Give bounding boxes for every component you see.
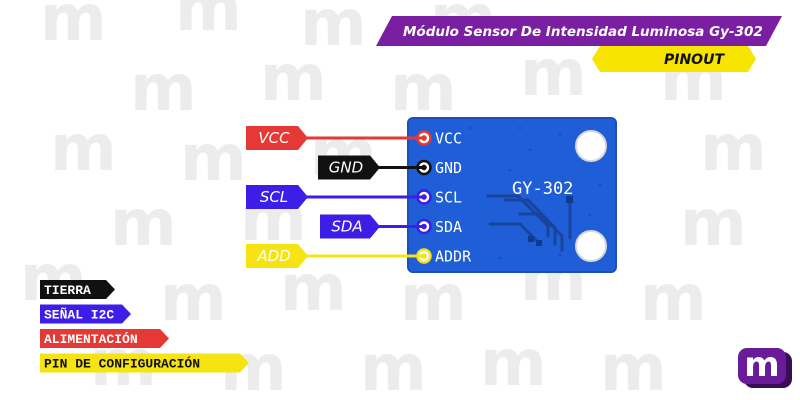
subtitle-banner xyxy=(592,46,756,72)
legend-swatch-alimentacion xyxy=(40,329,169,348)
watermark-glyph: m xyxy=(260,42,327,116)
pin-tag-addr xyxy=(246,244,308,268)
pin-tag-label-gnd: GND xyxy=(329,159,363,177)
watermark-glyph: m xyxy=(700,112,767,186)
pin-tag-label-sda: SDA xyxy=(331,218,362,236)
title-banner xyxy=(376,16,782,46)
watermark-glyph: m xyxy=(600,332,667,400)
board-model-label: GY-302 xyxy=(512,179,573,199)
pin-tag-label-scl: SCL xyxy=(260,188,288,206)
legend-label-alimentacion: ALIMENTACIÓN xyxy=(44,332,138,347)
mounting-hole-top xyxy=(575,130,607,162)
watermark-glyph: m xyxy=(360,332,427,400)
pin-tag-vcc xyxy=(246,126,308,150)
legend-label-senal-i2c: SEÑAL I2C xyxy=(44,308,114,323)
watermark-glyph: m xyxy=(480,327,547,400)
logo-glyph: m xyxy=(744,345,779,385)
brand-logo: m xyxy=(738,345,792,388)
watermark-glyph: m xyxy=(520,37,587,111)
gy302-board: GY-302 VCC GND SCL SDA ADDR xyxy=(407,117,617,273)
board-label-scl: SCL xyxy=(435,189,462,207)
pin-tags: VCC GND SCL SDA ADD xyxy=(246,126,424,268)
board-label-addr: ADDR xyxy=(435,248,472,266)
watermark-glyph: m xyxy=(180,122,247,196)
watermark-glyph: m xyxy=(40,0,107,56)
legend-label-pin-config: PIN DE CONFIGURACIÓN xyxy=(44,357,200,372)
watermark-glyph: m xyxy=(175,0,242,46)
watermark-glyph: m xyxy=(400,262,467,336)
board-label-sda: SDA xyxy=(435,218,462,236)
board-pin-row: VCC GND SCL SDA ADDR xyxy=(416,130,472,266)
pcb-traces xyxy=(486,194,572,252)
legend-label-tierra: TIERRA xyxy=(44,283,91,298)
watermark-glyph: m xyxy=(20,242,87,316)
watermark-glyph: m xyxy=(310,117,377,191)
pin-tag-label-addr: ADD xyxy=(256,247,290,265)
watermark-glyph: m xyxy=(680,187,747,261)
header-subtitle: PINOUT xyxy=(664,52,725,68)
watermark-glyph: m xyxy=(300,0,367,61)
watermark-glyph: m xyxy=(390,52,457,126)
watermark-glyph: m xyxy=(160,262,227,336)
header-title: Módulo Sensor De Intensidad Luminosa Gy-… xyxy=(403,24,763,40)
pin-tag-scl xyxy=(246,185,308,209)
board-label-gnd: GND xyxy=(435,159,462,177)
legend-swatch-pin-config xyxy=(40,353,249,373)
mounting-hole-bottom xyxy=(575,230,607,262)
legend: TIERRA SEÑAL I2C ALIMENTACIÓN PIN DE CONFIG… xyxy=(40,280,249,373)
pcb-dots xyxy=(468,126,602,260)
watermark-glyph: m xyxy=(50,112,117,186)
legend-swatch-tierra xyxy=(40,280,115,299)
watermark-glyph: m xyxy=(110,187,177,261)
pin-tag-gnd xyxy=(318,155,380,180)
header: Módulo Sensor De Intensidad Luminosa Gy-… xyxy=(376,16,782,72)
logo-badge xyxy=(738,348,786,384)
pcb-via-pads xyxy=(528,196,573,246)
pin-tag-label-vcc: VCC xyxy=(258,129,290,147)
board-label-vcc: VCC xyxy=(435,130,462,148)
legend-swatch-senal-i2c xyxy=(40,304,131,324)
watermark-glyph: m xyxy=(130,52,197,126)
pin-tag-sda xyxy=(320,214,380,239)
watermark-glyph: m xyxy=(640,262,707,336)
